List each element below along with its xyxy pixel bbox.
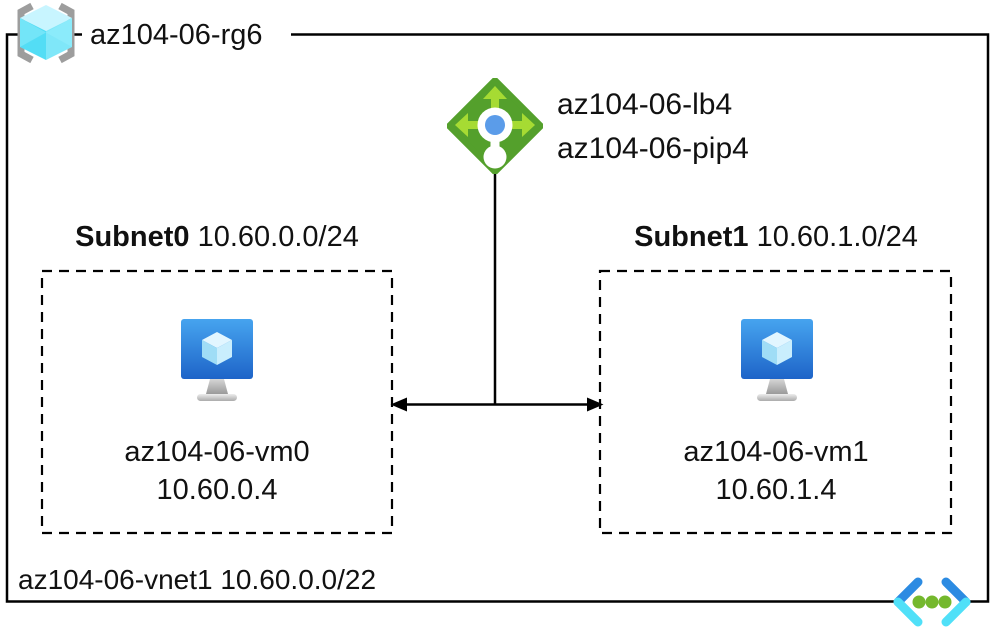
vm1-label: az104-06-vm1 10.60.1.4 <box>600 433 952 509</box>
vm1-name: az104-06-vm1 <box>683 436 869 468</box>
vm0-name: az104-06-vm0 <box>124 436 310 468</box>
vm0-ip: 10.60.0.4 <box>156 474 278 506</box>
subnet0-box <box>40 269 394 535</box>
resource-group-name: az104-06-rg6 <box>90 19 263 51</box>
virtual-machine-icon <box>181 319 253 401</box>
load-balancer-label: az104-06-lb4 az104-06-pip4 <box>557 83 749 171</box>
vm0-label: az104-06-vm0 10.60.0.4 <box>41 433 393 509</box>
subnet1-label: Subnet1 10.60.1.0/24 <box>600 220 952 254</box>
subnet0-cidr: 10.60.0.0/24 <box>197 221 359 253</box>
subnet1-box <box>598 269 953 535</box>
vm1-ip: 10.60.1.4 <box>715 474 837 506</box>
resource-group-label: az104-06-rg6 <box>82 18 291 52</box>
load-balancer-icon <box>447 78 543 174</box>
vnet-name: az104-06-vnet1 <box>18 564 213 595</box>
load-balancer-name: az104-06-lb4 <box>557 88 733 121</box>
virtual-machine-icon <box>741 319 813 401</box>
public-ip-name: az104-06-pip4 <box>557 132 749 165</box>
vnet-label: az104-06-vnet1 10.60.0.0/22 <box>18 563 376 597</box>
vnet-cidr: 10.60.0.0/22 <box>220 564 377 595</box>
resource-group-icon <box>17 2 75 64</box>
resource-group-box <box>5 33 990 603</box>
subnet1-name: Subnet1 <box>634 221 749 253</box>
arrowhead-right-icon <box>587 397 604 412</box>
subnet0-name: Subnet0 <box>75 221 190 253</box>
virtual-network-icon <box>893 576 971 628</box>
arrowhead-left-icon <box>390 397 407 412</box>
subnet0-label: Subnet0 10.60.0.0/24 <box>41 220 393 254</box>
subnet1-cidr: 10.60.1.0/24 <box>756 221 918 253</box>
